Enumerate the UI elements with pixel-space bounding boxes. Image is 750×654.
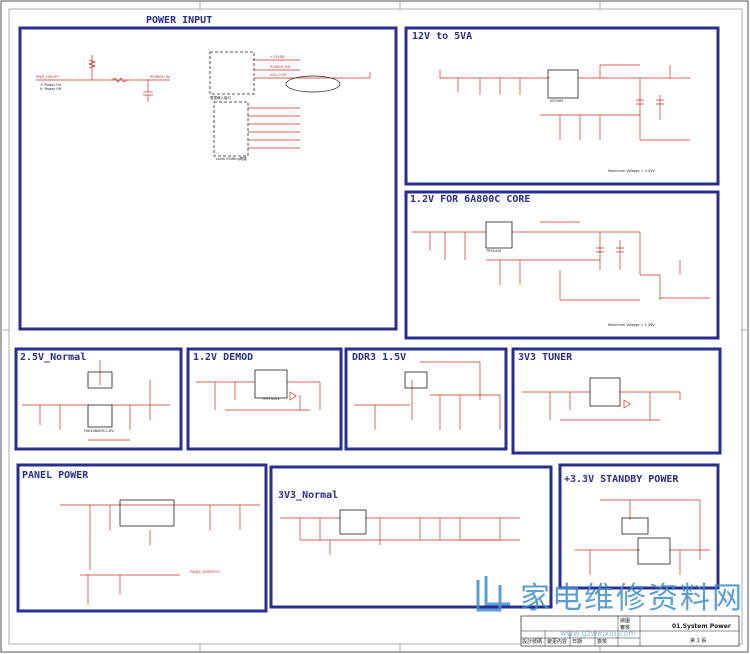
block-title-12v-to-5va: 12V to 5VA bbox=[412, 31, 472, 42]
block-standby-power: +3.3V STANDBY POWER bbox=[558, 463, 720, 590]
svg-text:PWR_ON/OFF: PWR_ON/OFF bbox=[36, 75, 59, 79]
svg-text:電源線入接口: 電源線入接口 bbox=[210, 95, 231, 100]
svg-text:0: Power Off: 0: Power Off bbox=[40, 87, 62, 91]
svg-text:HGI4060EM-1.8V: HGI4060EM-1.8V bbox=[84, 429, 114, 433]
block-title-3v3-normal: 3V3_Normal bbox=[278, 490, 338, 501]
block-1v2-core: 1.2V FOR 6A800C CORE TPS5430 Maximum bbox=[404, 190, 720, 340]
sheet-name: 01.System Power bbox=[672, 623, 731, 630]
title-block: 繪圖 審核 設計號碼 變更內容 日期 簽核 01.System Power 第 … bbox=[520, 615, 740, 647]
block-title-3v3-tuner: 3V3 TUNER bbox=[518, 352, 573, 363]
block-title-power-input: POWER INPUT bbox=[146, 15, 212, 26]
svg-text:VOL-CON: VOL-CON bbox=[270, 73, 286, 77]
title-drawer-label: 繪圖 bbox=[620, 617, 630, 624]
title-col-2: 變更內容 bbox=[547, 638, 567, 645]
block-3v3-normal: 3V3_Normal bbox=[269, 465, 553, 609]
title-col-1: 設計號碼 bbox=[522, 638, 542, 645]
block-3v3-tuner: 3V3 TUNER bbox=[511, 347, 722, 455]
book-logo-icon bbox=[476, 576, 510, 612]
svg-text:TPS73101: TPS73101 bbox=[261, 397, 280, 401]
block-title-1v2-demod: 1.2V DEMOD bbox=[193, 352, 253, 363]
block-title-panel-power: PANEL POWER bbox=[22, 470, 89, 481]
title-checker-label: 審核 bbox=[620, 624, 630, 631]
note-core-voltage: Maximum Voltage = 1.26V bbox=[608, 323, 655, 327]
block-12v-to-5va: 12V to 5VA AP3405 Maximum Voltage = 5 bbox=[404, 26, 720, 186]
svg-text:+12VSB: +12VSB bbox=[270, 55, 285, 59]
svg-text:TPS5430: TPS5430 bbox=[485, 249, 501, 253]
svg-text:1: Power On: 1: Power On bbox=[40, 83, 61, 87]
title-col-3: 日期 bbox=[572, 639, 582, 645]
block-title-2v5-normal: 2.5V_Normal bbox=[20, 352, 86, 363]
block-1v2-demod: 1.2V DEMOD TPS73101 bbox=[186, 347, 343, 451]
block-panel-power: PANEL POWER PANEL_VDDPOUT bbox=[16, 463, 268, 613]
svg-text:POWER_ON: POWER_ON bbox=[270, 65, 290, 69]
svg-text:AP3405: AP3405 bbox=[550, 99, 563, 103]
svg-text:POWER ON: POWER ON bbox=[150, 75, 170, 79]
watermark-text: 家电维修资料网 bbox=[520, 581, 744, 616]
sheet-inner-border bbox=[8, 8, 743, 645]
block-ddr3: DDR3 1.5V bbox=[344, 347, 508, 451]
svg-text:PANEL_VDDPOUT: PANEL_VDDPOUT bbox=[190, 570, 221, 574]
title-col-4: 簽核 bbox=[597, 638, 607, 645]
note-5va-voltage: Maximum Voltage = 5.45V bbox=[608, 169, 655, 173]
block-title-ddr3: DDR3 1.5V bbox=[352, 352, 406, 363]
block-title-standby-power: +3.3V STANDBY POWER bbox=[564, 474, 679, 485]
block-title-1v2-core: 1.2V FOR 6A800C CORE bbox=[410, 194, 530, 205]
block-2v5-normal: 2.5V_Normal HGI4060EM-1.8V bbox=[14, 347, 183, 451]
block-power-input: POWER INPUT PWR_ON/OFF 1: Power On 0: Po… bbox=[18, 15, 398, 331]
watermark-url: www.gzweixiu.com bbox=[560, 629, 636, 638]
watermark: 家电维修资料网 www.gzweixiu.com bbox=[476, 576, 744, 638]
sheet-number: 第 1 張 bbox=[690, 637, 706, 644]
level-shift-note: Level Shifting電路 bbox=[216, 156, 247, 161]
